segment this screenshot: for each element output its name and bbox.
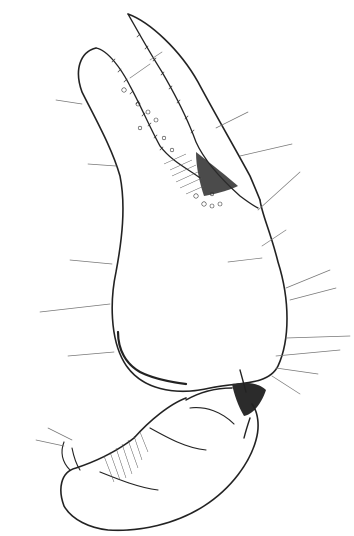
gape-shading: [196, 152, 238, 196]
fixed-finger-pores: [122, 88, 174, 152]
palm-outline: [78, 48, 287, 391]
carpus-hatching: [104, 432, 148, 482]
carpus-outline: [61, 398, 258, 530]
palm-left-shading: [118, 332, 186, 384]
carpus-inner-lines: [100, 408, 234, 490]
movable-finger-outline: [128, 14, 260, 200]
joint-shading: [232, 383, 266, 416]
carpus-hairs: [36, 428, 72, 446]
movable-finger-inner-edge: [128, 14, 258, 208]
carpus-left-edge: [62, 442, 80, 470]
setae: [40, 52, 350, 394]
